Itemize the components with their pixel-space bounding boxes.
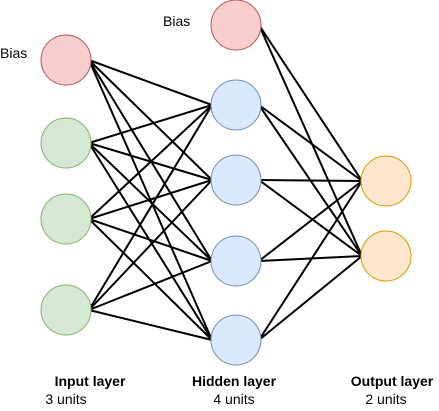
hidden-layer-units: 4 units (213, 391, 254, 406)
output-layer-title: Output layer (351, 373, 434, 389)
edge-in1-h1 (88, 104, 213, 144)
hidden-bias-neuron (210, 0, 262, 51)
edge-h2-o1 (258, 179, 363, 182)
edge-in1-h4 (88, 142, 213, 341)
edge-h1-o1 (258, 104, 363, 182)
edge-in0-h1 (88, 59, 213, 106)
hidden-neuron-3 (210, 235, 262, 287)
input-neuron-2 (40, 193, 92, 245)
edge-h4-o2 (258, 255, 363, 341)
edge-h4-o1 (258, 180, 363, 341)
edge-in1-h3 (88, 142, 213, 262)
edge-h0-o2 (258, 24, 363, 257)
hidden-neuron-1 (210, 79, 262, 131)
hidden-bias-label: Bias (163, 13, 190, 29)
input-layer-title: Input layer (55, 373, 126, 389)
edge-in0-h2 (88, 59, 213, 181)
output-neuron-2 (360, 230, 412, 282)
hidden-neuron-2 (210, 154, 262, 206)
edge-in3-h4 (88, 309, 213, 341)
hidden-layer-title: Hidden layer (192, 373, 277, 389)
edge-in3-h2 (88, 179, 213, 311)
input-neuron-1 (40, 117, 92, 169)
input-layer-units: 3 units (45, 391, 86, 406)
output-neuron-1 (360, 155, 412, 207)
edge-h2-o2 (258, 179, 363, 257)
connections (88, 24, 363, 341)
edge-h3-o1 (258, 180, 363, 262)
edge-in3-h1 (88, 104, 213, 311)
edge-in3-h3 (88, 260, 213, 311)
edge-in2-h4 (88, 218, 213, 341)
edge-h3-o2 (258, 255, 363, 262)
hidden-neuron-4 (210, 314, 262, 366)
edge-h0-o1 (258, 24, 363, 182)
edge-in2-h1 (88, 104, 213, 220)
edge-in2-h3 (88, 218, 213, 262)
edge-in2-h2 (88, 179, 213, 220)
output-layer-units: 2 units (365, 391, 406, 406)
input-neuron-3 (40, 284, 92, 336)
neurons (40, 0, 412, 366)
input-bias-label: Bias (0, 45, 27, 61)
input-bias-neuron (40, 34, 92, 86)
